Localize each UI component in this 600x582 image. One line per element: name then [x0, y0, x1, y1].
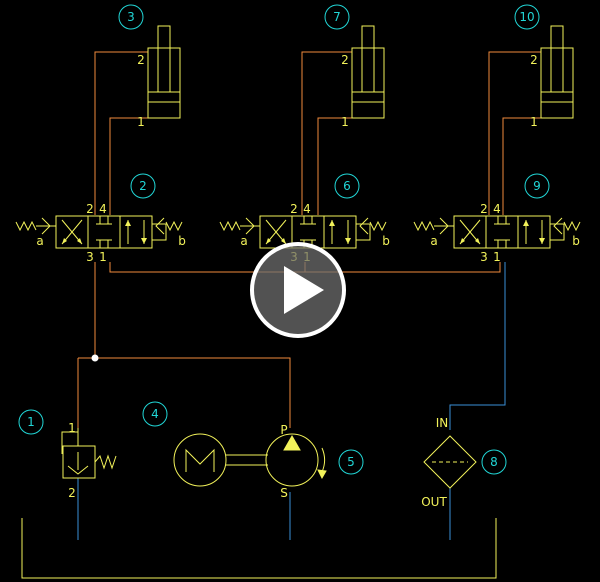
cyl3-port-2: 2: [137, 53, 145, 67]
callout-10: 10: [519, 10, 534, 24]
relief-valve: [61, 428, 117, 479]
callout-9: 9: [533, 179, 541, 193]
return-lines: [77, 262, 506, 540]
play-icon: [284, 266, 324, 314]
cyl7-port-1: 1: [341, 115, 349, 129]
junction-dot: [91, 354, 99, 362]
callout-2: 2: [139, 179, 147, 193]
pump: [265, 433, 327, 487]
valve6-solenoid-a: a: [240, 234, 247, 248]
callout-3: 3: [127, 10, 135, 24]
valve2-port-2: 2: [86, 202, 94, 216]
relief-port-1: 1: [68, 421, 76, 435]
callout-7: 7: [333, 10, 341, 24]
valve6-port-2: 2: [290, 202, 298, 216]
valve6-port-4: 4: [303, 202, 311, 216]
callout-8: 8: [490, 455, 498, 469]
valve9-solenoid-b: b: [572, 234, 580, 248]
valve-9: [413, 215, 581, 249]
callout-1: 1: [27, 415, 35, 429]
cylinder-3: [147, 25, 181, 119]
callout-4: 4: [151, 407, 159, 421]
valve9-port-1: 1: [493, 250, 501, 264]
valve9-port-4: 4: [493, 202, 501, 216]
valve2-solenoid-b: b: [178, 234, 186, 248]
tank-line: [21, 518, 497, 579]
cylinder-7: [351, 25, 385, 119]
valve2-solenoid-a: a: [36, 234, 43, 248]
callout-5: 5: [347, 455, 355, 469]
cyl10-port-2: 2: [530, 53, 538, 67]
pump-port-p: P: [280, 423, 287, 437]
valve9-port-2: 2: [480, 202, 488, 216]
pressure-lines: [77, 51, 541, 428]
callout-6: 6: [343, 179, 351, 193]
pump-port-s: S: [280, 486, 288, 500]
valve6-solenoid-b: b: [382, 234, 390, 248]
relief-port-2: 2: [68, 486, 76, 500]
valve2-port-1: 1: [99, 250, 107, 264]
valve9-port-3: 3: [480, 250, 488, 264]
valve9-solenoid-a: a: [430, 234, 437, 248]
filter: [423, 435, 477, 489]
cyl7-port-2: 2: [341, 53, 349, 67]
filter-port-in: IN: [436, 416, 449, 430]
cylinder-10: [540, 25, 574, 119]
callout-circles: [18, 4, 550, 475]
play-button[interactable]: [250, 242, 346, 338]
valve2-port-3: 3: [86, 250, 94, 264]
filter-port-out: OUT: [421, 495, 447, 509]
cyl10-port-1: 1: [530, 115, 538, 129]
motor: [173, 433, 268, 487]
cyl3-port-1: 1: [137, 115, 145, 129]
valve2-port-4: 4: [99, 202, 107, 216]
